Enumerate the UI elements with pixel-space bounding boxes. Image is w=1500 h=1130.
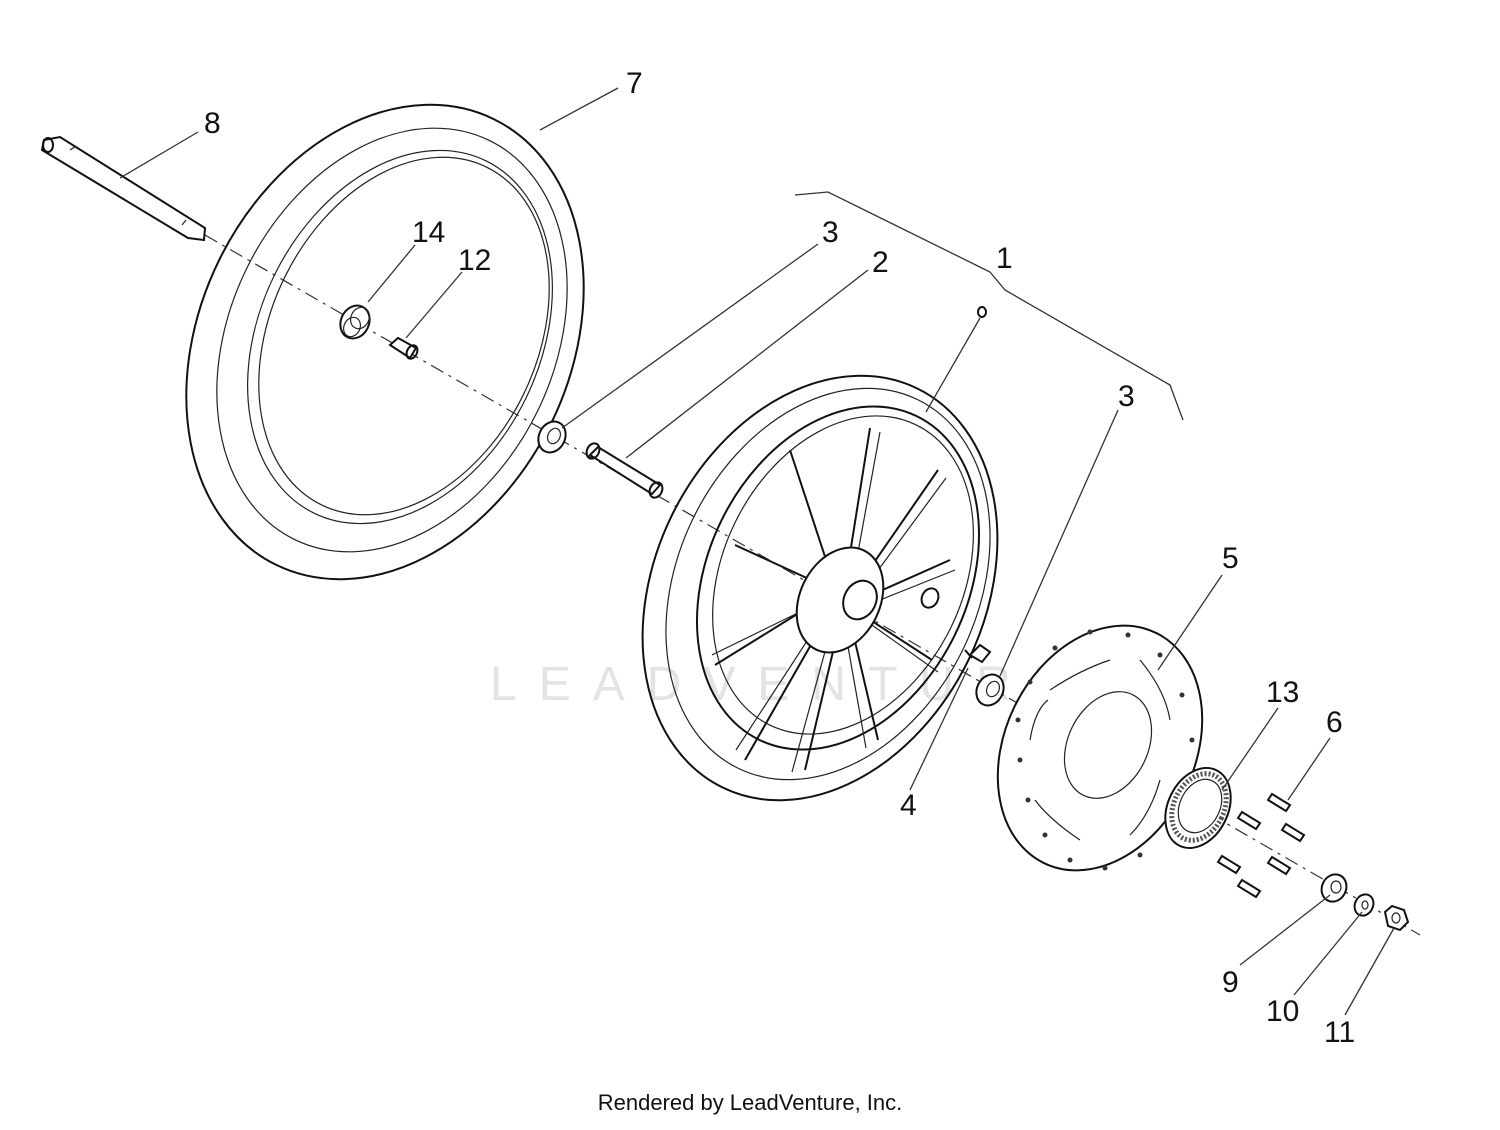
bolts-part-6[interactable]	[1216, 792, 1306, 899]
callout-11: 11	[1324, 1016, 1355, 1049]
axle-part-8[interactable]	[40, 135, 207, 242]
callout-5: 5	[1222, 542, 1239, 575]
callout-8: 8	[204, 107, 221, 140]
callout-13: 13	[1266, 676, 1299, 709]
tone-ring-part-13[interactable]	[1153, 757, 1244, 859]
tire-part-7[interactable]	[110, 38, 660, 646]
callout-3-left: 3	[822, 216, 839, 249]
callout-9: 9	[1222, 966, 1239, 999]
brake-disc-part-5[interactable]	[959, 591, 1242, 904]
bearing-part-3-right[interactable]	[971, 670, 1008, 710]
callout-7: 7	[626, 67, 643, 100]
callout-3-right: 3	[1118, 380, 1135, 413]
bearing-part-3-left[interactable]	[533, 417, 570, 457]
spacer-tube-part-2[interactable]	[584, 441, 665, 500]
hub-cap-part-14[interactable]	[335, 301, 375, 344]
valve-stem-part-4[interactable]	[964, 643, 992, 664]
callout-6: 6	[1326, 706, 1343, 739]
wheel-rim-part-1[interactable]	[574, 306, 1065, 860]
callout-4: 4	[900, 789, 917, 822]
washer-part-10[interactable]	[1351, 891, 1377, 919]
spacer-part-12[interactable]	[388, 336, 420, 360]
leader-lines	[119, 87, 1395, 1016]
callout-14: 14	[412, 216, 445, 249]
callout-2: 2	[872, 246, 889, 279]
callout-10: 10	[1266, 995, 1299, 1028]
assembly-bracket	[794, 191, 1184, 421]
nut-part-11[interactable]	[1383, 904, 1410, 932]
footer-credit: Rendered by LeadVenture, Inc.	[597, 1090, 903, 1115]
spacer-part-9[interactable]	[1317, 870, 1351, 906]
callout-12: 12	[458, 244, 491, 277]
callout-1: 1	[996, 242, 1013, 275]
